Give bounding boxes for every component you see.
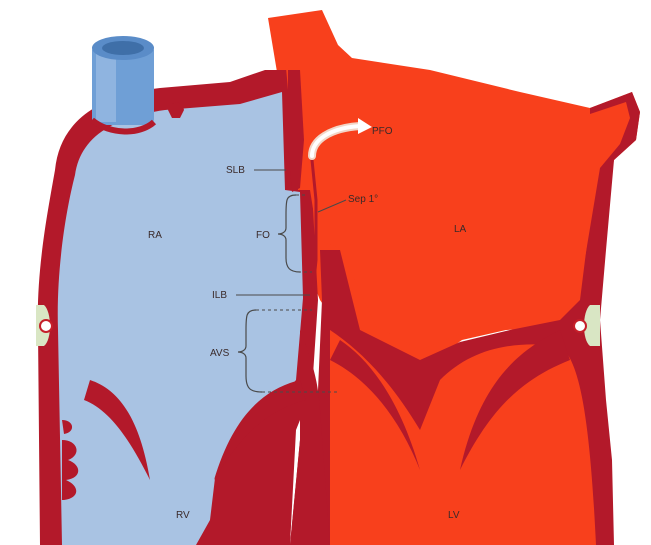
label-ra: RA [148,230,162,241]
label-la: LA [454,224,467,235]
label-pfo: PFO [372,126,393,137]
label-fo: FO [256,230,270,241]
label-sep1: Sep 1° [348,194,378,205]
label-ilb: ILB [212,290,227,301]
label-rv: RV [176,510,190,521]
trabeculae [62,440,78,500]
label-lv: LV [448,510,460,521]
label-slb: SLB [226,165,245,176]
svc-vessel [92,36,154,132]
label-avs: AVS [210,348,230,359]
